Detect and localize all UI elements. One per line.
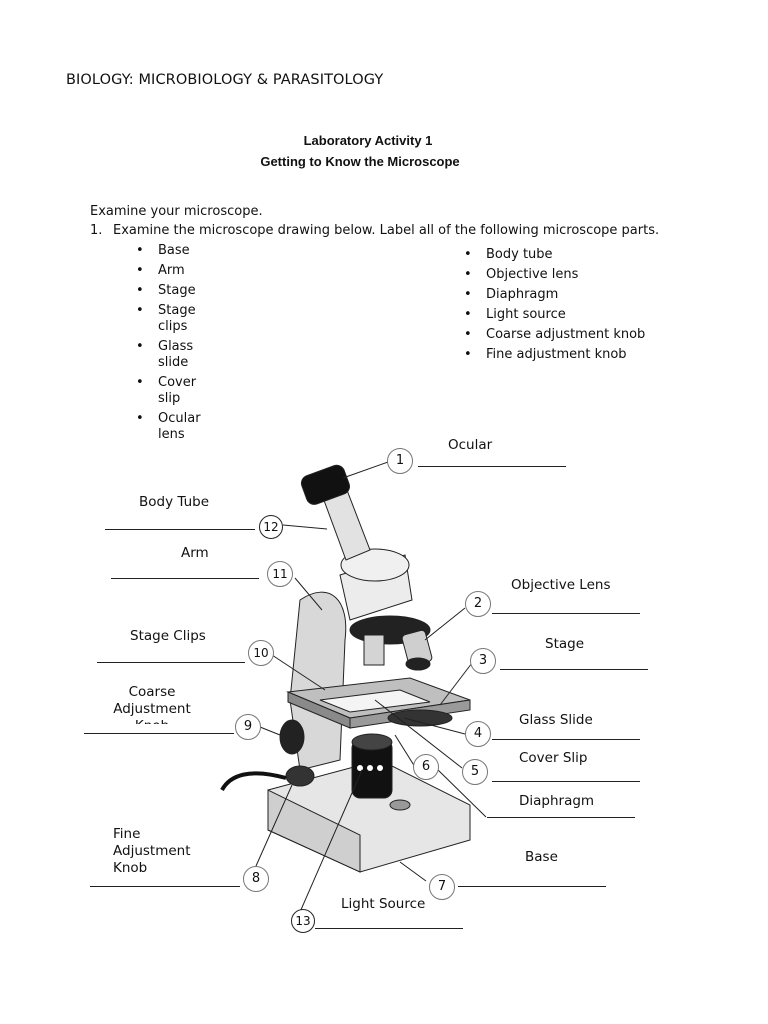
instruction-number: 1. — [90, 223, 103, 238]
document-header: BIOLOGY: MICROBIOLOGY & PARASITOLOGY — [66, 72, 384, 88]
instruction-text: Examine the microscope drawing below. La… — [113, 223, 660, 238]
parts-list-right: Body tube Objective lens Diaphragm Light… — [464, 247, 686, 367]
list-item: Arm — [136, 263, 218, 279]
list-item: Objective lens — [464, 267, 686, 283]
marker-8: 8 — [243, 866, 269, 892]
answer-line[interactable] — [315, 928, 463, 929]
marker-10: 10 — [248, 640, 274, 666]
answer-line[interactable] — [492, 739, 640, 740]
list-item: Ocular lens — [136, 411, 218, 443]
label-cover-slip: Cover Slip — [519, 750, 588, 766]
list-item: Light source — [464, 307, 686, 323]
marker-11: 11 — [267, 561, 293, 587]
activity-title: Laboratory Activity 1 — [303, 133, 433, 148]
marker-1: 1 — [387, 448, 413, 474]
list-item: Coarse adjustment knob — [464, 327, 686, 343]
answer-line[interactable] — [90, 886, 240, 887]
answer-line[interactable] — [492, 613, 640, 614]
label-glass-slide: Glass Slide — [519, 712, 593, 728]
microscope-arm — [289, 591, 347, 771]
list-item: Body tube — [464, 247, 686, 263]
label-light-source: Light Source — [341, 896, 426, 912]
label-base: Base — [525, 849, 558, 865]
label-ocular: Ocular — [448, 437, 493, 453]
list-item: Glass slide — [136, 339, 218, 371]
marker-7: 7 — [429, 874, 455, 900]
marker-3: 3 — [470, 648, 496, 674]
marker-9: 9 — [235, 714, 261, 740]
answer-line[interactable] — [84, 733, 234, 734]
marker-12: 12 — [259, 515, 283, 539]
list-item: Cover slip — [136, 375, 218, 407]
answer-line[interactable] — [500, 669, 648, 670]
marker-2: 2 — [465, 591, 491, 617]
fine-knob — [285, 765, 315, 787]
list-item: Base — [136, 243, 218, 259]
marker-4: 4 — [465, 721, 491, 747]
answer-line[interactable] — [97, 662, 245, 663]
coarse-knob — [279, 719, 305, 755]
label-arm: Arm — [181, 545, 209, 561]
marker-13: 13 — [291, 909, 315, 933]
answer-line[interactable] — [111, 578, 259, 579]
list-item: Diaphragm — [464, 287, 686, 303]
list-item: Stage — [136, 283, 218, 299]
answer-line[interactable] — [458, 886, 606, 887]
answer-line[interactable] — [492, 781, 640, 782]
label-stage-clips: Stage Clips — [130, 628, 206, 644]
list-item: Fine adjustment knob — [464, 347, 686, 363]
label-body-tube: Body Tube — [139, 494, 209, 510]
answer-line[interactable] — [105, 529, 255, 530]
list-item: Stage clips — [136, 303, 218, 335]
label-diaphragm: Diaphragm — [519, 793, 595, 809]
answer-line[interactable] — [418, 466, 566, 467]
activity-subtitle: Getting to Know the Microscope — [260, 154, 460, 169]
intro-text: Examine your microscope. — [90, 204, 263, 219]
marker-6: 6 — [413, 754, 439, 780]
parts-list-left: Base Arm Stage Stage clips Glass slide C… — [136, 243, 218, 447]
answer-line[interactable] — [487, 817, 635, 818]
label-stage: Stage — [545, 636, 585, 652]
label-objective-lens: Objective Lens — [511, 577, 611, 593]
label-coarse-adjustment-knob: Coarse Adjustment Knob — [113, 684, 191, 724]
label-fine-adjustment-knob: Fine Adjustment Knob — [113, 826, 191, 876]
marker-5: 5 — [462, 759, 488, 785]
